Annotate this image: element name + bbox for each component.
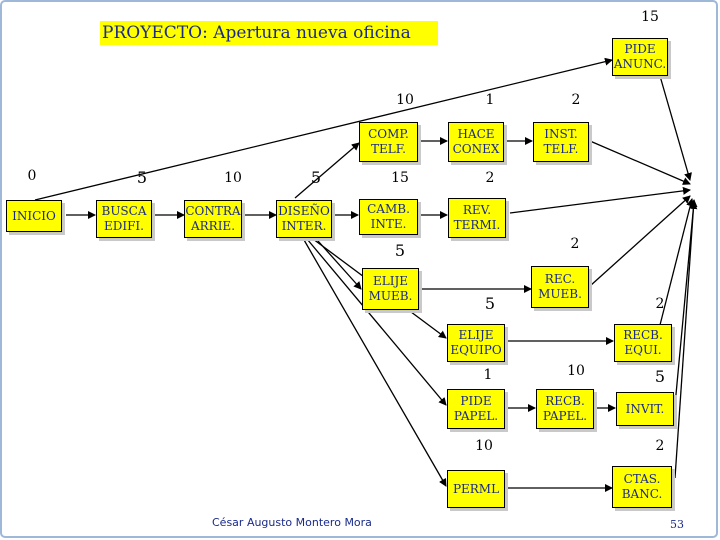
node-inicio: INICIO bbox=[6, 200, 62, 232]
duration-rec-mueb-lead: 5 bbox=[484, 294, 496, 313]
duration-rev: 2 bbox=[485, 170, 495, 186]
arrow-inst-end bbox=[589, 140, 691, 185]
duration-comp: 10 bbox=[396, 92, 414, 108]
node-recb-equi: RECB. EQUI. bbox=[614, 324, 672, 362]
arrow-rec-mueb-end bbox=[589, 195, 691, 287]
node-hace-conex: HACE CONEX bbox=[448, 122, 504, 162]
arrow-diseno-comp bbox=[294, 142, 360, 199]
node-recb-papel: RECB. PAPEL. bbox=[536, 389, 594, 429]
arrow-rev-end bbox=[509, 186, 691, 214]
page-number-bottom: 53 bbox=[670, 518, 684, 531]
duration-inst: 2 bbox=[571, 92, 581, 108]
node-ctas-banc: CTAS. BANC. bbox=[612, 466, 672, 508]
page-number-top: 15 bbox=[641, 9, 659, 25]
node-elije-mueb: ELIJE MUEB. bbox=[362, 268, 419, 310]
author-footer: César Augusto Montero Mora bbox=[212, 516, 372, 529]
duration-diseno: 5 bbox=[310, 168, 322, 187]
duration-perml: 10 bbox=[475, 438, 493, 454]
node-pide-anunc: PIDE ANUNC. bbox=[612, 38, 668, 76]
node-rev-termi: REV. TERMI. bbox=[448, 198, 506, 238]
duration-busca: 5 bbox=[136, 168, 148, 187]
arrow-diseno-pide-papel bbox=[301, 232, 447, 406]
duration-hace: 1 bbox=[485, 92, 495, 108]
duration-elije-mueb: 5 bbox=[394, 241, 406, 260]
duration-camb: 15 bbox=[391, 170, 409, 186]
node-inst-telf: INST. TELF. bbox=[533, 122, 589, 162]
node-diseno-inter: DISEÑO INTER. bbox=[276, 200, 332, 238]
node-elije-equipo: ELIJE EQUIPO bbox=[447, 324, 505, 362]
node-camb-inte: CAMB. INTE. bbox=[359, 199, 418, 235]
duration-elije-equipo: 1 bbox=[483, 367, 493, 383]
arrow-invit-end bbox=[674, 201, 698, 406]
duration-inicio: 0 bbox=[27, 168, 37, 184]
node-pide-papel: PIDE PAPEL. bbox=[447, 389, 505, 429]
project-title: PROYECTO: Apertura nueva oficina bbox=[100, 21, 438, 45]
arrow-recb-equi-end bbox=[659, 198, 695, 326]
duration-invit: 2 bbox=[655, 438, 665, 454]
node-invit: INVIT. bbox=[616, 392, 674, 426]
arrow-pide-anunc-end bbox=[659, 75, 692, 181]
arrow-inicio-pide-anunc bbox=[34, 57, 613, 201]
duration-recb-papel: 10 bbox=[567, 363, 585, 379]
duration-rec-mueb: 2 bbox=[570, 236, 580, 252]
node-perml: PERML bbox=[447, 470, 505, 508]
node-rec-mueb: REC. MUEB. bbox=[531, 266, 589, 308]
duration-contra: 10 bbox=[224, 170, 242, 186]
node-contra-arrie: CONTRA ARRIE. bbox=[184, 200, 242, 238]
node-comp-telf: COMP. TELF. bbox=[359, 122, 418, 162]
arrow-diseno-perml bbox=[299, 232, 447, 487]
arrow-diseno-elije-mueb bbox=[309, 231, 362, 290]
arrow-ctas-end bbox=[674, 199, 698, 479]
duration-recb-equi: 5 bbox=[654, 367, 666, 386]
duration-right-2: 2 bbox=[655, 296, 665, 312]
node-busca-edifi: BUSCA EDIFI. bbox=[96, 200, 152, 238]
